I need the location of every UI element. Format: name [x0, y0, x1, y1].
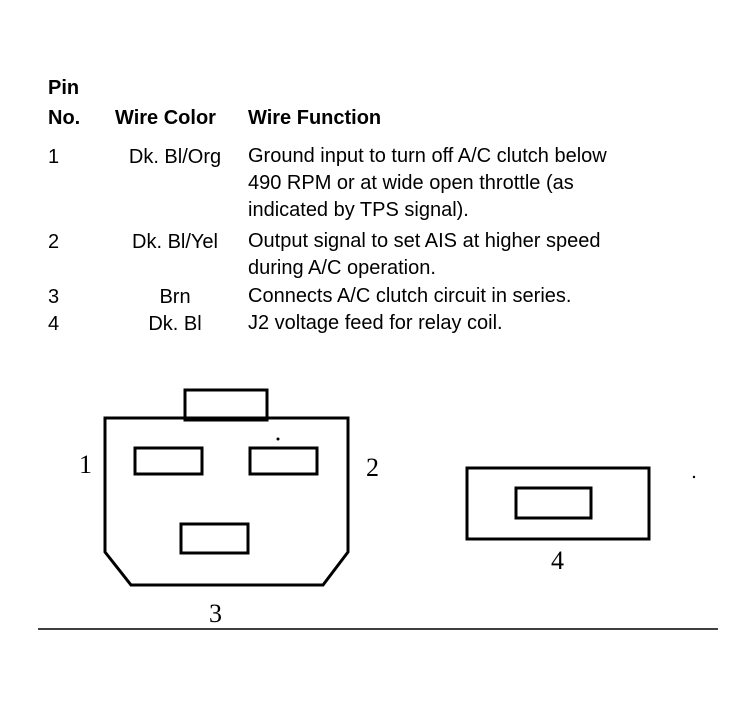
label-pin-3: 3 [209, 599, 222, 628]
connector-4-body [465, 466, 651, 541]
row-pin-2: 2 [48, 231, 60, 253]
header-wire-color: Wire Color [115, 107, 216, 129]
function-line: Output signal to set AIS at higher speed [248, 230, 601, 252]
function-line: 490 RPM or at wide open throttle (as [248, 172, 574, 194]
row-function-4: J2 voltage feed for relay coil. [248, 310, 728, 337]
header-pin-label: Pin [48, 77, 80, 99]
row-pin-4: 4 [48, 313, 60, 335]
row-pin-1: 1 [48, 146, 60, 168]
row-color-4: Dk. Bl [148, 313, 202, 335]
function-line: J2 voltage feed for relay coil. [248, 312, 503, 334]
pin-cavity-4 [514, 486, 593, 520]
header-wire-function: Wire Function [248, 107, 382, 129]
row-pin-3: 3 [48, 286, 60, 308]
header-no-label: No. [48, 107, 81, 129]
label-pin-4: 4 [551, 546, 564, 575]
function-line: Connects A/C clutch circuit in series. [248, 285, 572, 307]
connector-diagram-svg: 1 2 3 4 [38, 388, 718, 630]
function-line: Ground input to turn off A/C clutch belo… [248, 145, 607, 167]
mark-dot [692, 475, 696, 479]
pin-cavity-2 [248, 446, 319, 476]
row-function-1: Ground input to turn off A/C clutch belo… [248, 143, 728, 224]
label-pin-1: 1 [79, 450, 92, 479]
function-line: indicated by TPS signal). [248, 199, 469, 221]
connector-tab [183, 388, 269, 422]
row-color-1: Dk. Bl/Org [128, 146, 222, 168]
function-line: during A/C operation. [248, 257, 436, 279]
connector-body [103, 416, 350, 587]
row-function-3: Connects A/C clutch circuit in series. [248, 283, 728, 310]
row-color-2: Dk. Bl/Yel [132, 231, 218, 253]
connector-diagram: 1 2 3 4 [0, 370, 756, 670]
row-color-3: Brn [159, 286, 191, 308]
row-function-2: Output signal to set AIS at higher speed… [248, 228, 728, 282]
pin-cavity-3 [179, 522, 250, 555]
mark-dot [276, 437, 280, 441]
pin-cavity-1 [133, 446, 204, 476]
label-pin-2: 2 [366, 453, 379, 482]
